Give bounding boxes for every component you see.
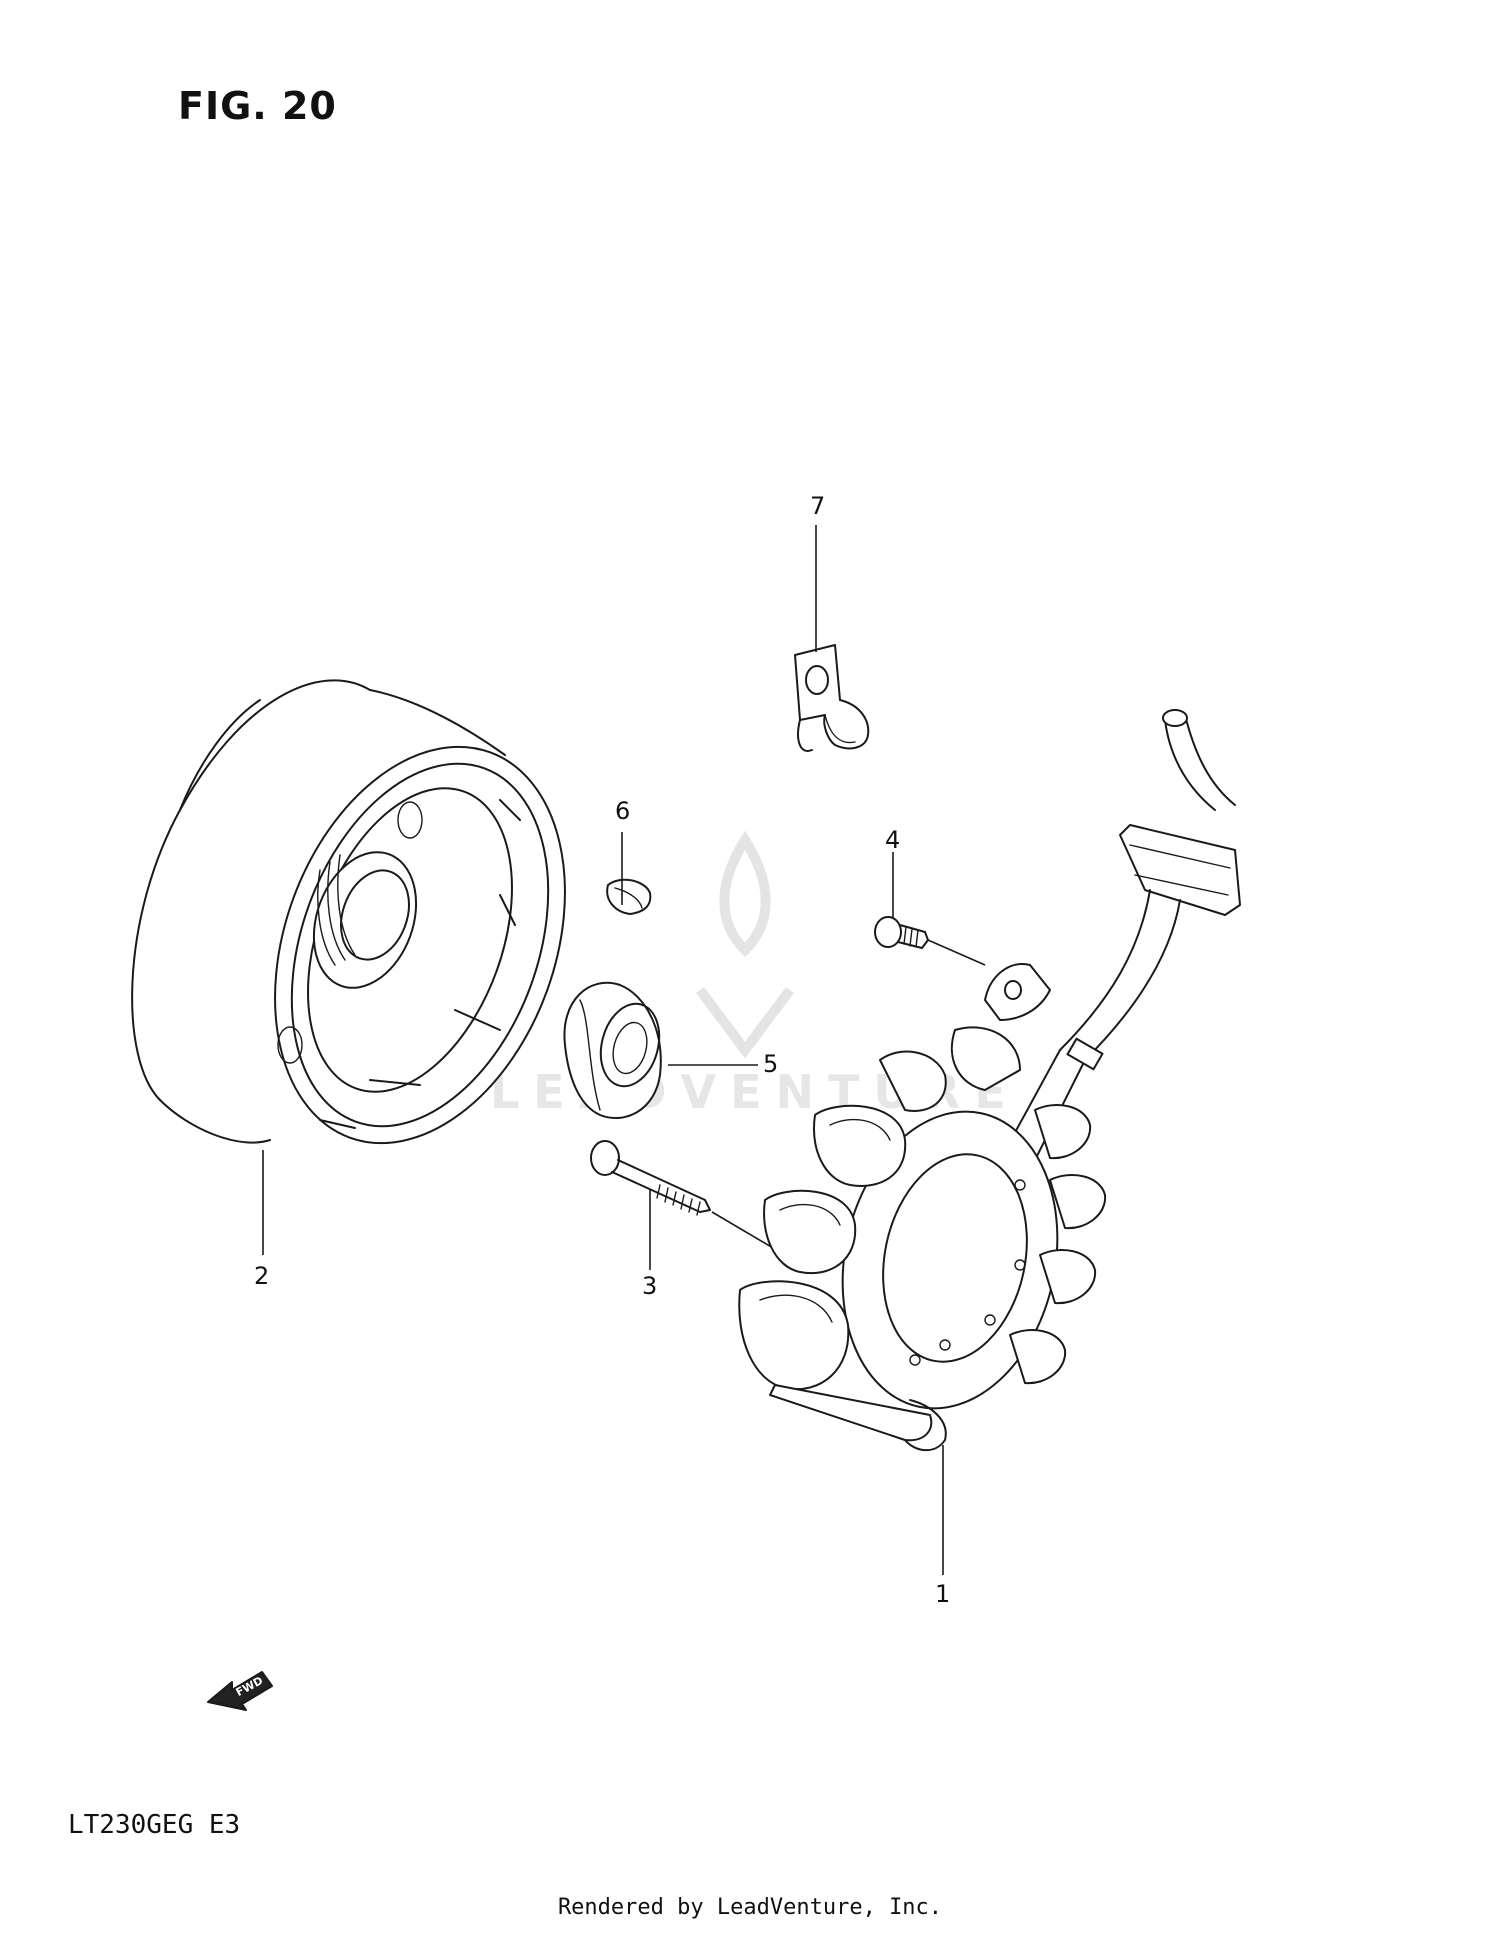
part-3-bolt[interactable] bbox=[590, 1140, 711, 1216]
leadventure-logo-icon bbox=[696, 830, 794, 1059]
footer-credit: Rendered by LeadVenture, Inc. bbox=[557, 1895, 943, 1920]
callout-4[interactable]: 4 bbox=[885, 826, 901, 854]
part-7-clamp[interactable] bbox=[794, 644, 870, 752]
part-1-stator[interactable] bbox=[738, 709, 1241, 1452]
fwd-arrow-icon bbox=[207, 1671, 273, 1711]
callout-6[interactable]: 6 bbox=[615, 797, 631, 825]
callout-3[interactable]: 3 bbox=[642, 1272, 658, 1300]
callout-2[interactable]: 2 bbox=[254, 1262, 270, 1290]
callout-1[interactable]: 1 bbox=[935, 1580, 951, 1608]
part-6-key[interactable] bbox=[606, 878, 652, 915]
part-5-nut[interactable] bbox=[563, 981, 667, 1120]
figure-title: FIG. 20 bbox=[178, 84, 337, 128]
part-2-flywheel[interactable] bbox=[131, 679, 617, 1183]
callout-7[interactable]: 7 bbox=[810, 492, 826, 520]
model-code: LT230GEG E3 bbox=[68, 1810, 241, 1840]
callout-5[interactable]: 5 bbox=[763, 1050, 779, 1078]
part-4-screw[interactable] bbox=[874, 916, 929, 949]
